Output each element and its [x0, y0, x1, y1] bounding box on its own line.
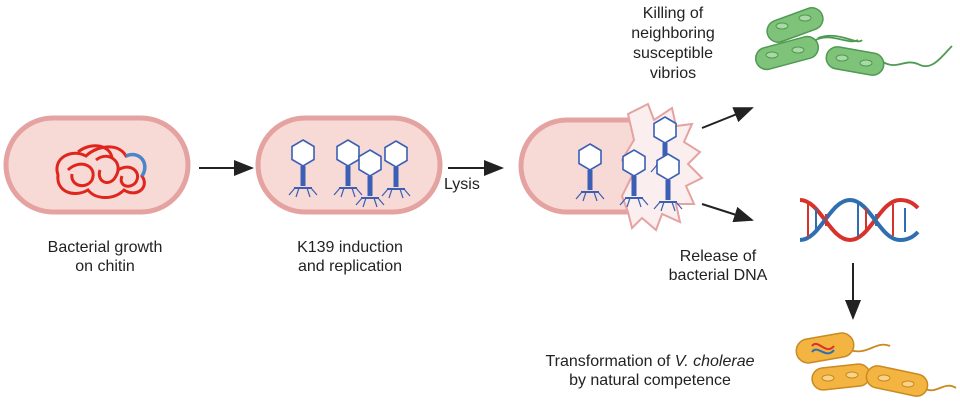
cell-lysing: [518, 102, 704, 232]
cell-bacterial-growth: [3, 115, 191, 215]
label-line: and replication: [297, 258, 403, 275]
label-line: neighboring: [631, 25, 715, 42]
cell-k139-induction: [255, 115, 443, 215]
label-line: Release of: [679, 248, 757, 265]
dna-helix-icon: [799, 197, 920, 243]
label-line: susceptible: [632, 45, 714, 62]
label-release-dna: Release of bacterial DNA: [638, 247, 798, 285]
arrow-to-killing: [701, 107, 754, 129]
label-line: bacterial DNA: [668, 267, 768, 284]
species-name: V. cholerae: [674, 353, 755, 370]
label-k139-induction: K139 induction and replication: [255, 238, 445, 276]
label-line: by natural competence: [569, 372, 731, 389]
label-line: vibrios: [649, 65, 697, 82]
label-bacterial-growth: Bacterial growth on chitin: [20, 238, 190, 276]
label-line: Killing of: [642, 5, 704, 22]
label-killing: Killing of neighboring susceptible vibri…: [598, 4, 748, 84]
label-transformation: Transformation of V. cholerae by natural…: [500, 352, 800, 390]
arrow-to-dna-release: [701, 203, 754, 223]
label-lysis: Lysis: [444, 176, 480, 193]
label-line: K139 induction: [297, 239, 403, 256]
label-line: on chitin: [75, 258, 135, 275]
label-line: Transformation of V. cholerae: [500, 352, 800, 371]
label-line: Bacterial growth: [47, 239, 163, 256]
prophage-segment: [125, 152, 147, 177]
orange-vibrios: [795, 332, 957, 397]
label-text: Transformation of: [545, 353, 675, 370]
green-vibrios: [754, 7, 953, 76]
